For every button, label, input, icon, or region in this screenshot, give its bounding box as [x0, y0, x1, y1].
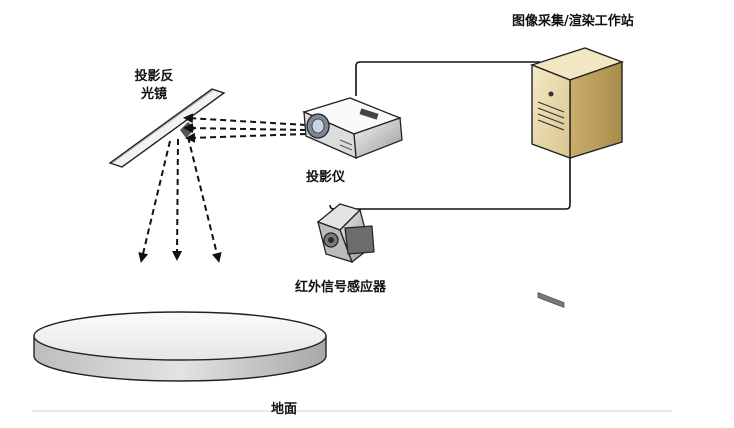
ir-sensor [316, 203, 375, 264]
workstation-label: 图像采集/渲染工作站 [512, 14, 634, 29]
ground-label: 地面 [271, 402, 298, 417]
sensor-workstation-cable [329, 148, 571, 210]
projector-to-mirror-beams [183, 113, 307, 143]
ir-sensor-label: 红外信号感应器 [295, 280, 387, 295]
projector-label: 投影仪 [306, 170, 346, 185]
mirror-label-line2: 光镜 [140, 87, 167, 102]
workstation [529, 47, 625, 308]
ground-disc [33, 311, 327, 382]
mirror-label-line1: 投影反 [134, 69, 174, 84]
mirror-to-ground-beams [138, 136, 222, 263]
projector [302, 97, 403, 160]
projector-workstation-cable [355, 61, 540, 96]
mirror-label: 投影反 光镜 [120, 68, 188, 104]
